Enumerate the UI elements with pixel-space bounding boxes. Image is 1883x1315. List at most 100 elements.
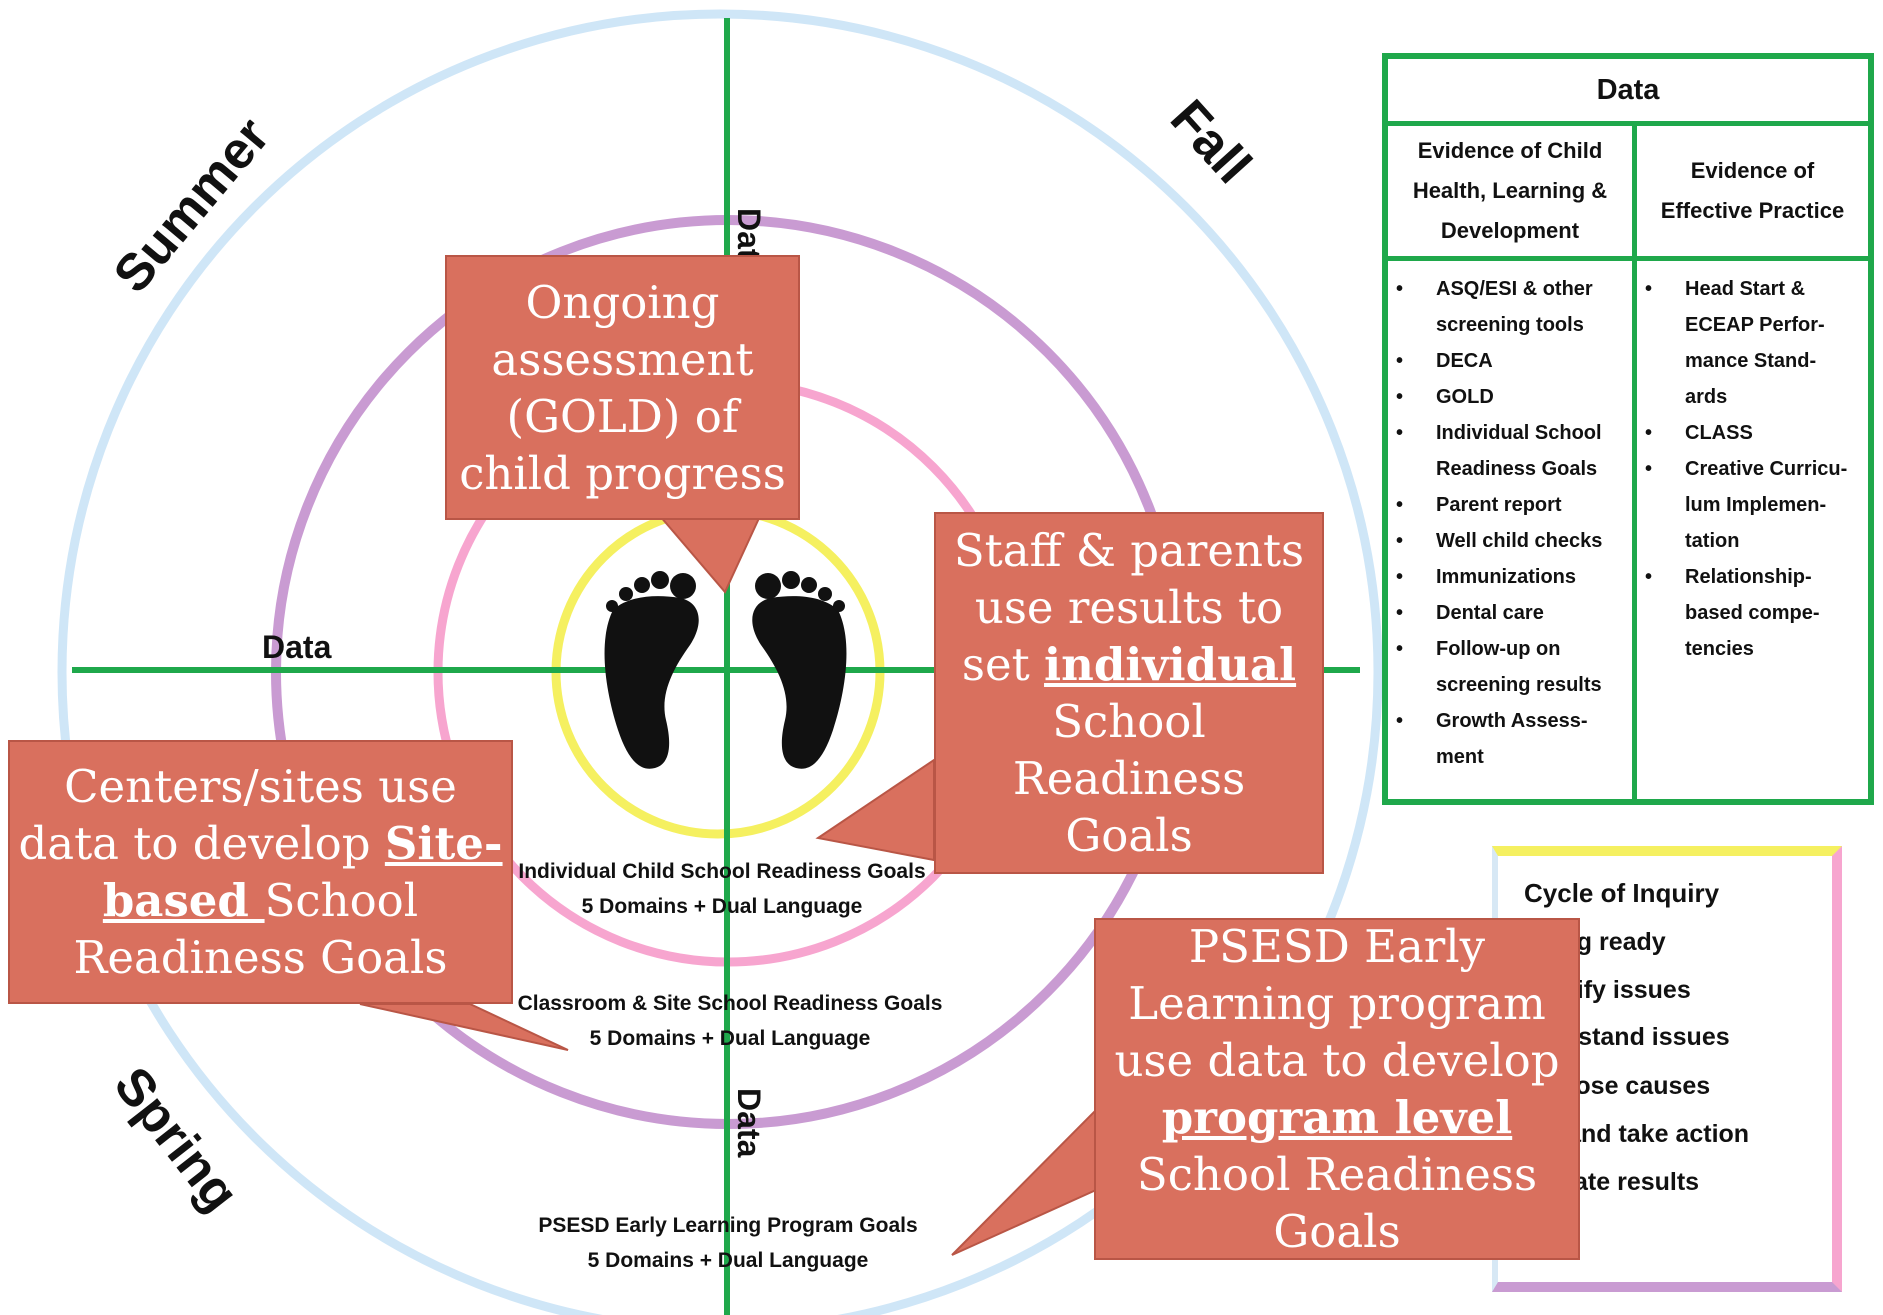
season-fall: Fall [1159, 89, 1262, 194]
child-evidence-item: Follow-up on screening results [1396, 631, 1632, 703]
child-evidence-item: ASQ/ESI & other screening tools [1396, 271, 1632, 343]
centers-line-2: data to develop Site- [18, 815, 502, 872]
centers-line-2a: data to develop [18, 817, 385, 870]
ongoing-line-3: (GOLD) of [506, 389, 739, 443]
practice-evidence-item-line: Head Start & [1685, 278, 1806, 300]
practice-evidence-header: Evidence of Effective Practice [1637, 126, 1868, 256]
staff-callout-tail [815, 758, 935, 862]
season-spring: Spring [103, 1057, 250, 1222]
practice-evidence-item-line: Relationship- [1685, 566, 1812, 588]
child-evidence-item-line: Parent report [1436, 494, 1562, 516]
staff-line-2: use results to [974, 581, 1284, 634]
left-foot-icon [604, 571, 699, 769]
psesd-program-callout: PSESD Early Learning program use data to… [1094, 918, 1580, 1260]
centers-line-3: based School [103, 872, 418, 929]
psesd-line-5: School Readiness [1136, 1148, 1538, 1201]
data-table-headers: Evidence of Child Health, Learning & Dev… [1388, 126, 1868, 261]
child-evidence-item-line: screening tools [1436, 314, 1584, 336]
centers-sites-callout: Centers/sites use data to develop Site- … [8, 740, 513, 1004]
child-evidence-item: Well child checks [1396, 523, 1632, 559]
centers-line-4: Readiness Goals [73, 931, 448, 984]
child-header-line-2: Health, Learning & [1412, 178, 1608, 203]
child-evidence-item-line: DECA [1436, 350, 1493, 372]
centers-callout-tail [359, 1003, 569, 1051]
ongoing-assessment-callout: Ongoing assessment (GOLD) of child progr… [445, 255, 800, 520]
practice-evidence-item: Relationship-based compe-tencies [1645, 559, 1868, 667]
psesd-line-3: use data to develop [1114, 1034, 1560, 1087]
practice-evidence-item-line: CLASS [1685, 422, 1753, 444]
child-evidence-item-line: Dental care [1436, 602, 1544, 624]
child-header-line-3: Development [1440, 218, 1580, 243]
child-evidence-item-line: ment [1436, 746, 1484, 768]
staff-line-4: School [1052, 695, 1206, 748]
staff-line-3: set individual [962, 636, 1296, 693]
child-evidence-item-line: Well child checks [1436, 530, 1603, 552]
child-evidence-item-line: Growth Assess- [1436, 710, 1588, 732]
practice-evidence-item-line: tation [1685, 530, 1740, 552]
staff-line-5: Readiness [1012, 752, 1246, 805]
psesd-line-6: Goals [1273, 1205, 1401, 1258]
practice-evidence-item-line: ards [1685, 386, 1728, 408]
practice-evidence-column: Head Start & ECEAP Perfor-mance Stand-ard… [1637, 261, 1868, 799]
footprints-icon [604, 571, 847, 769]
psesd-program-level-emphasis: program level [1161, 1091, 1513, 1144]
child-evidence-item-line: ASQ/ESI & other [1436, 278, 1593, 300]
staff-line-1: Staff & parents [953, 524, 1305, 577]
classroom-goals-domains: 5 Domains + Dual Language [590, 1027, 871, 1050]
practice-header-line-1: Evidence of [1690, 158, 1815, 183]
practice-header-line-2: Effective Practice [1660, 198, 1845, 223]
staff-line-6: Goals [1065, 809, 1193, 862]
axis-label-bottom: Data [731, 1088, 767, 1158]
practice-evidence-item-line: Creative Curricu- [1685, 458, 1848, 480]
centers-line-1: Centers/sites use [64, 760, 457, 813]
practice-evidence-item: CLASS [1645, 415, 1868, 451]
child-evidence-item: Growth Assess-ment [1396, 703, 1632, 775]
data-evidence-table: Data Evidence of Child Health, Learning … [1382, 53, 1874, 805]
child-evidence-item: Parent report [1396, 487, 1632, 523]
psesd-line-4: program level [1162, 1089, 1512, 1146]
child-evidence-header: Evidence of Child Health, Learning & Dev… [1388, 126, 1637, 256]
axis-label-left: Data [262, 629, 332, 665]
practice-evidence-item-line: mance Stand- [1685, 350, 1817, 372]
ongoing-line-4: child progress [459, 446, 786, 500]
centers-line-3b: School [264, 874, 419, 927]
practice-evidence-item-line: based compe- [1685, 602, 1820, 624]
child-evidence-item-line: Readiness Goals [1436, 458, 1598, 480]
child-evidence-item: GOLD [1396, 379, 1632, 415]
practice-evidence-item: Head Start & ECEAP Perfor-mance Stand-ard… [1645, 271, 1868, 415]
child-evidence-item-line: screening results [1436, 674, 1602, 696]
psesd-line-2: Learning program [1128, 977, 1546, 1030]
staff-parents-callout: Staff & parents use results to set indiv… [934, 512, 1324, 874]
centers-based-emphasis: based [102, 874, 265, 927]
child-evidence-item: DECA [1396, 343, 1632, 379]
ongoing-line-2: assessment [491, 332, 754, 386]
psesd-line-1: PSESD Early [1188, 920, 1486, 973]
outer-ring [57, 9, 1383, 1315]
child-evidence-item-line: Individual School [1436, 422, 1602, 444]
child-header-line-1: Evidence of Child [1417, 138, 1603, 163]
centers-site-emphasis: Site- [384, 817, 503, 870]
child-evidence-item: Immunizations [1396, 559, 1632, 595]
program-goals-domains: 5 Domains + Dual Language [588, 1249, 869, 1272]
individual-goals-label: Individual Child School Readiness Goals [518, 860, 925, 883]
practice-evidence-item-line: ECEAP Perfor- [1685, 314, 1825, 336]
practice-evidence-item-line: tencies [1685, 638, 1754, 660]
practice-evidence-item-line: lum Implemen- [1685, 494, 1827, 516]
child-evidence-item: Dental care [1396, 595, 1632, 631]
child-evidence-item-line: Immunizations [1436, 566, 1577, 588]
classroom-goals-label: Classroom & Site School Readiness Goals [518, 992, 943, 1015]
data-table-title: Data [1388, 59, 1868, 126]
child-evidence-item-line: Follow-up on [1436, 638, 1561, 660]
right-foot-icon [752, 571, 847, 769]
psesd-callout-tail [951, 1107, 1097, 1256]
ongoing-line-1: Ongoing [525, 275, 720, 329]
staff-line-3a: set [961, 638, 1045, 691]
practice-evidence-item: Creative Curricu-lum Implemen-tation [1645, 451, 1868, 559]
practice-evidence-list: Head Start & ECEAP Perfor-mance Stand-ard… [1637, 261, 1868, 667]
individual-goals-domains: 5 Domains + Dual Language [582, 895, 863, 918]
